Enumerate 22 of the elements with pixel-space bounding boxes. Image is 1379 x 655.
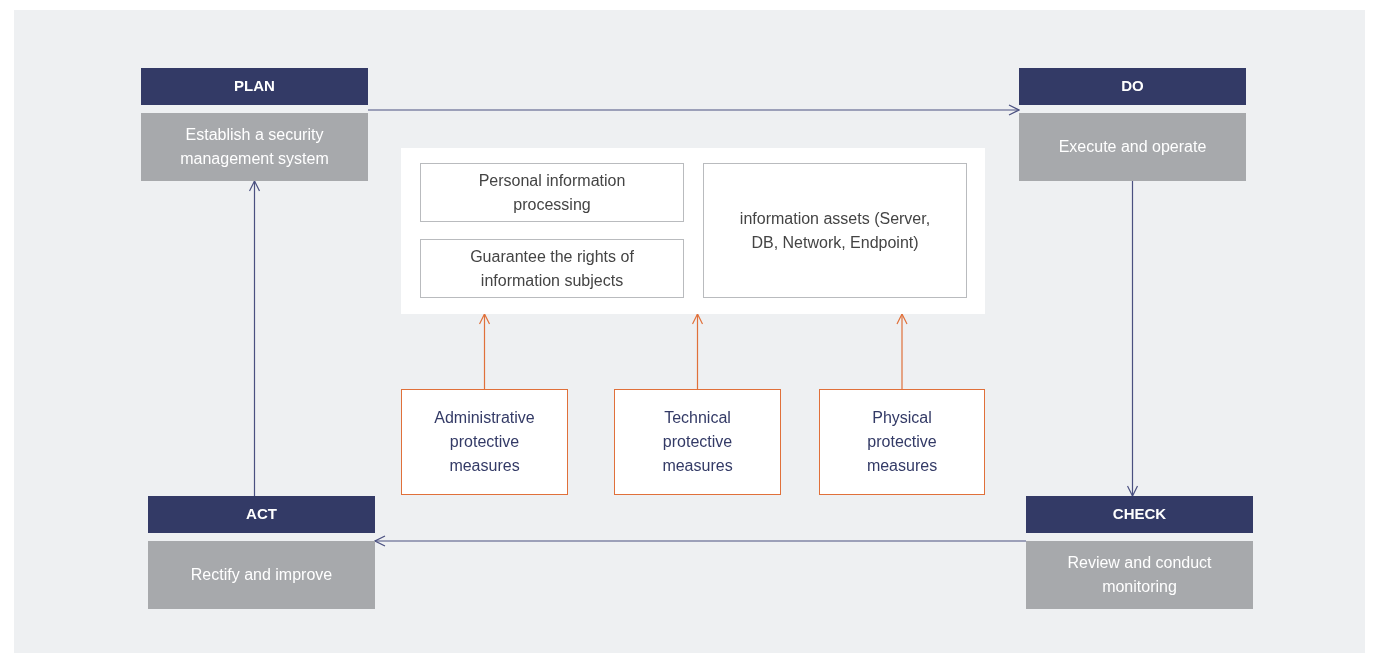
stage-header: ACT — [148, 496, 375, 533]
arrow — [374, 535, 1027, 547]
measure-box: Administrative protective measures — [401, 389, 568, 495]
arrow — [691, 313, 704, 390]
scope-box: Guarantee the rights of information subjects — [420, 239, 684, 298]
stage-description: Review and conduct monitoring — [1026, 541, 1253, 609]
arrow — [896, 313, 908, 390]
arrow — [367, 104, 1020, 116]
stage-header: DO — [1019, 68, 1246, 105]
measure-box: Physical protective measures — [819, 389, 985, 495]
stage-description: Execute and operate — [1019, 113, 1246, 181]
arrow — [478, 313, 491, 390]
measure-box: Technical protective measures — [614, 389, 781, 495]
scope-box: information assets (Server, DB, Network, Endpoint) — [703, 163, 967, 298]
stage-description: Rectify and improve — [148, 541, 375, 609]
arrow — [1126, 180, 1139, 497]
content-panel — [401, 148, 985, 314]
scope-box: Personal information processing — [420, 163, 684, 222]
stage-description: Establish a security management system — [141, 113, 368, 181]
stage-header: PLAN — [141, 68, 368, 105]
arrow — [248, 180, 261, 497]
stage-header: CHECK — [1026, 496, 1253, 533]
